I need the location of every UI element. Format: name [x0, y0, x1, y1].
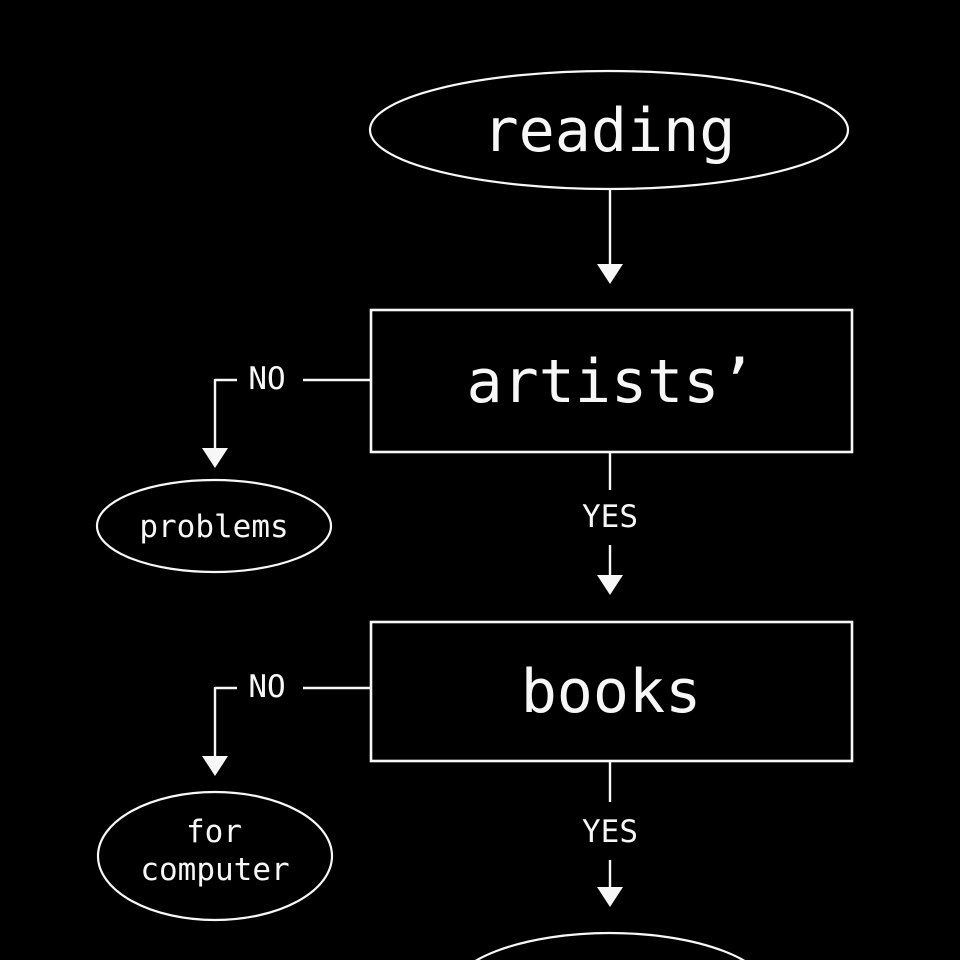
decision1-yes-label: YES [582, 499, 638, 535]
decision2-label: books [521, 657, 702, 727]
arrow-down-icon [597, 264, 623, 284]
for-computer-node-label-line1: for [186, 814, 242, 850]
for-computer-node-label-line2: computer [140, 852, 289, 888]
for-computer-node-ellipse [96, 790, 334, 922]
arrow-down-icon [597, 575, 623, 595]
start-node-label: reading [483, 96, 736, 166]
arrow-down-icon [202, 756, 228, 776]
arrow-down-icon [202, 448, 228, 468]
problems-node-label: problems [139, 509, 288, 545]
decision2-no-label: NO [248, 669, 285, 705]
bottom-node-ellipse [474, 931, 746, 960]
arrow-down-icon [597, 887, 623, 907]
decision2-box [369, 620, 854, 763]
decision2-yes-label: YES [582, 814, 638, 850]
decision1-no-label: NO [248, 361, 285, 397]
decision1-label: artists’ [467, 347, 756, 417]
problems-node-ellipse [95, 478, 333, 574]
